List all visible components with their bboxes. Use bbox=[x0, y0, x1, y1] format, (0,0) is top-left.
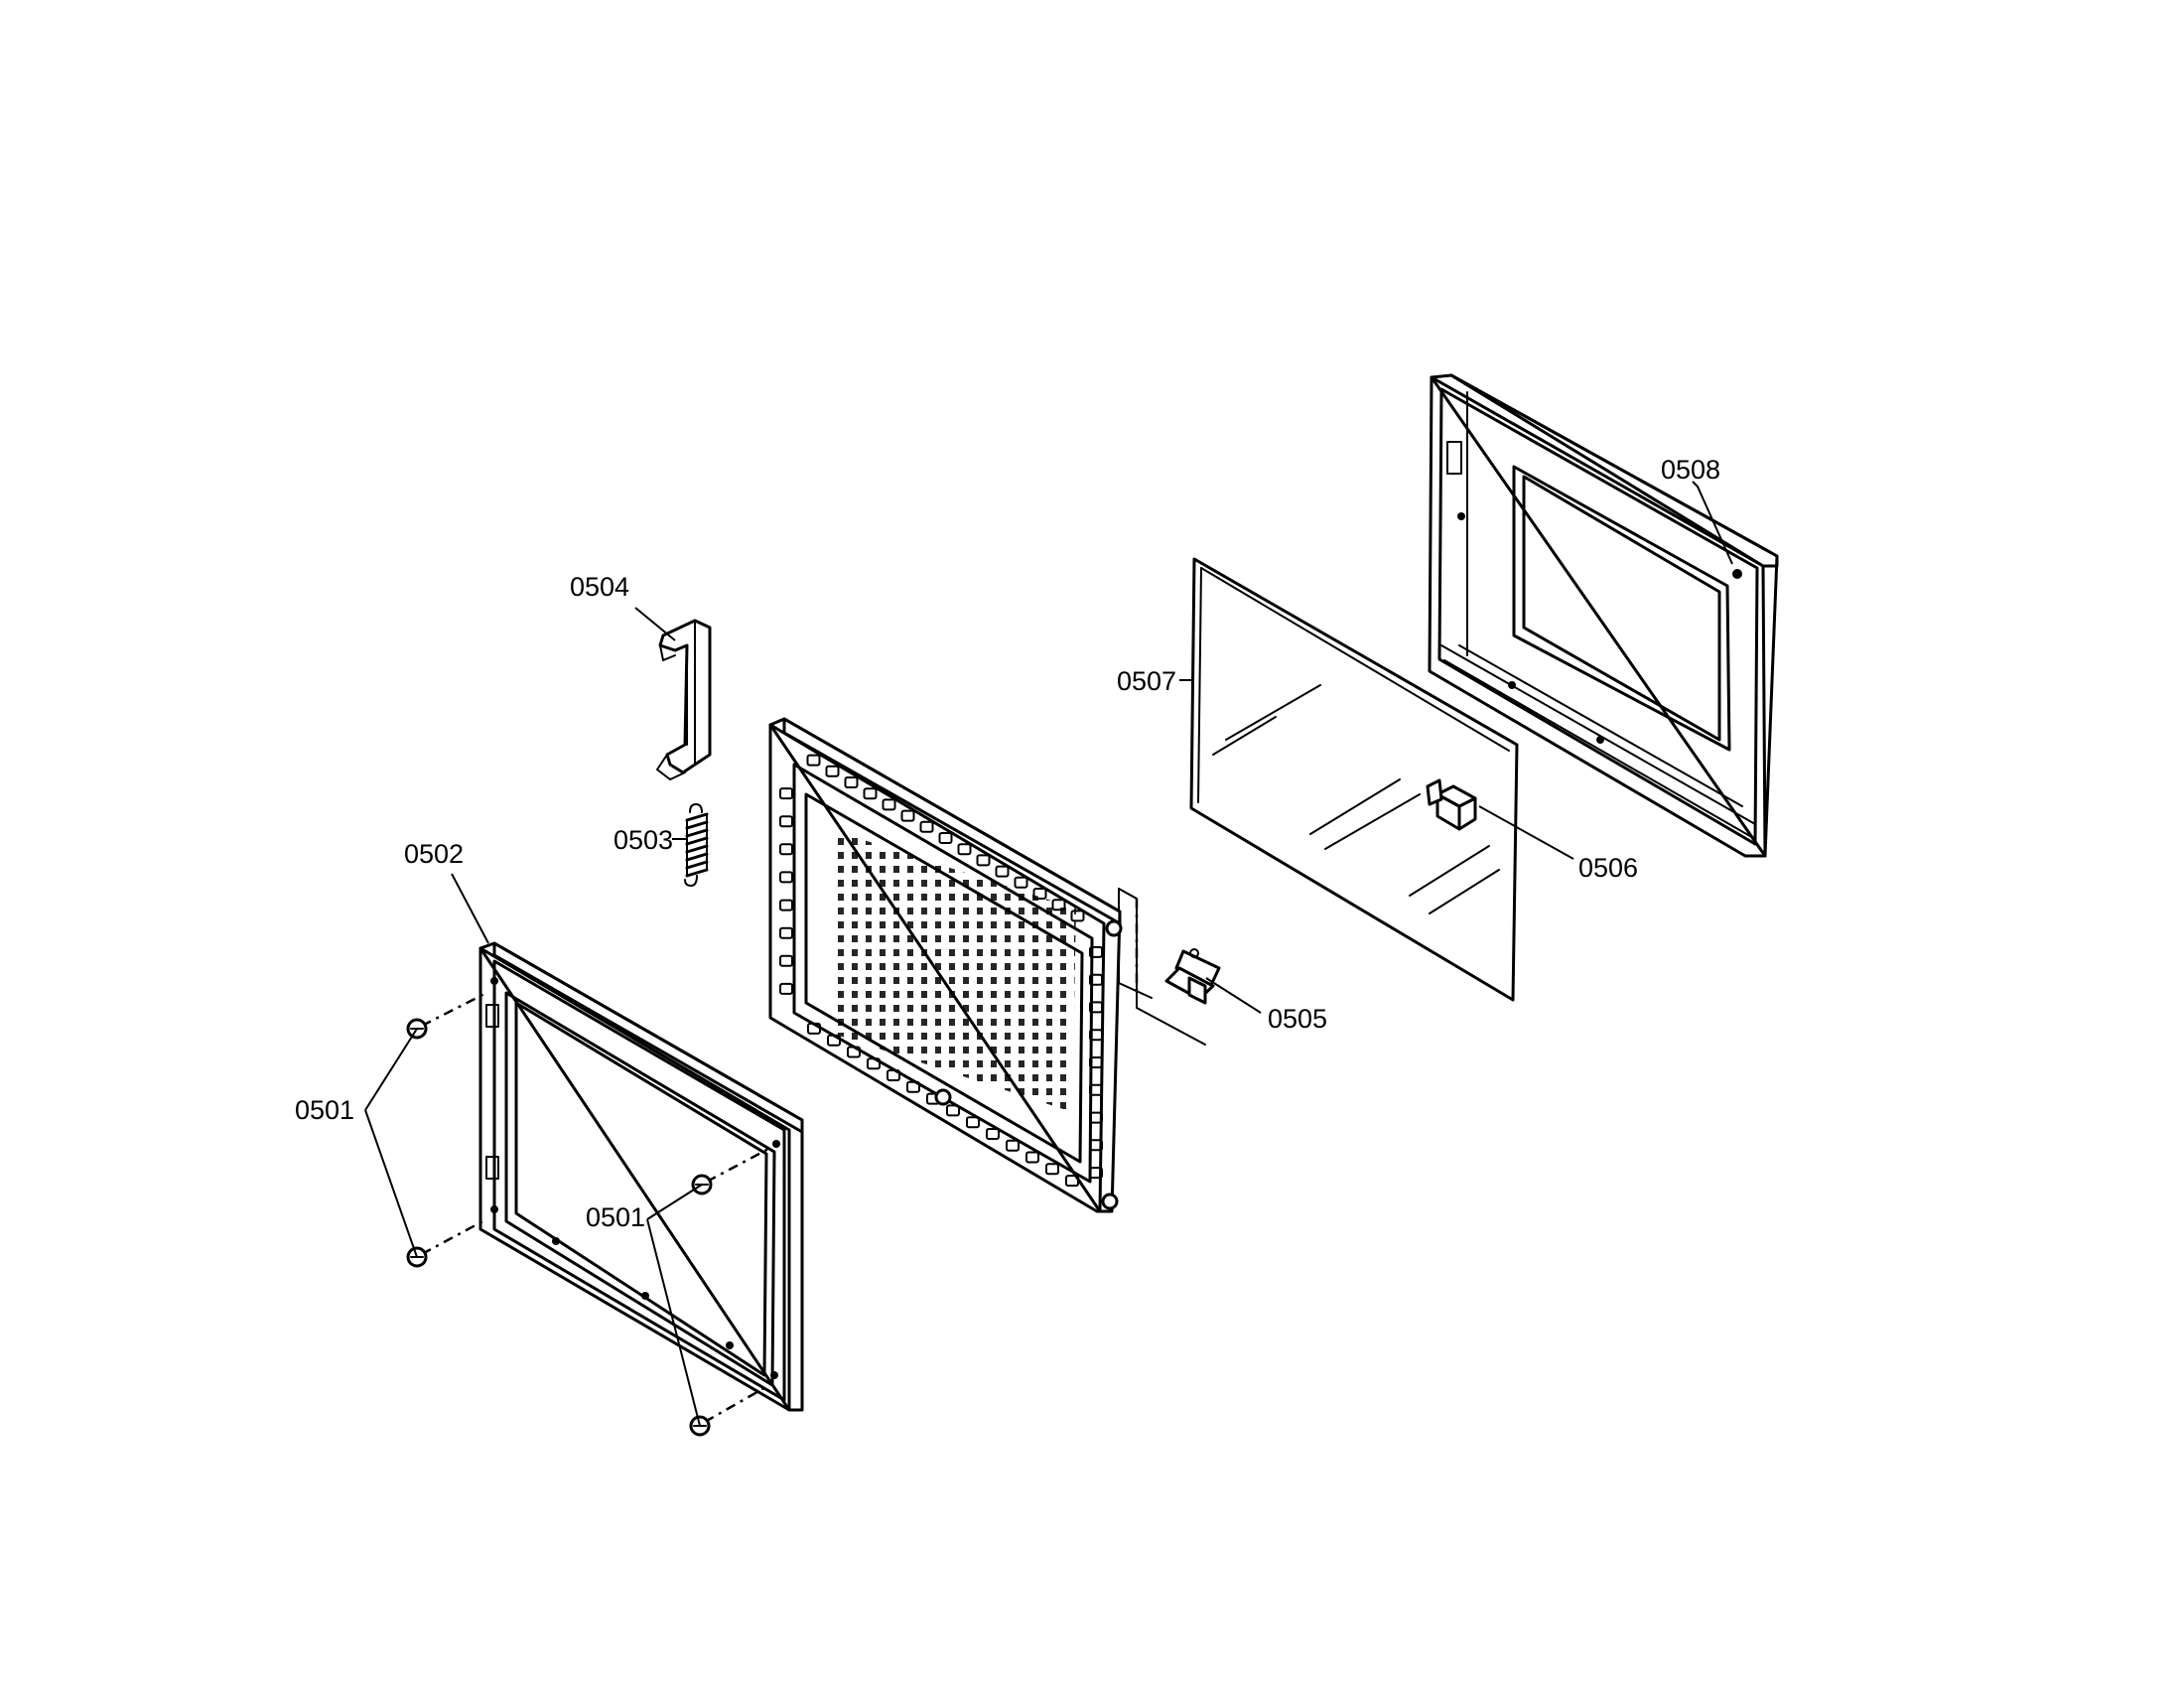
panel-clip bbox=[900, 809, 915, 822]
part-labels: 0508 0507 0506 0505 0504 0503 0502 0501 … bbox=[295, 455, 1720, 1232]
part-0508-door-frame bbox=[1428, 373, 1779, 858]
part-inner-door-panel bbox=[768, 717, 1123, 1213]
panel-clip bbox=[957, 843, 972, 856]
panel-clip bbox=[1089, 1111, 1103, 1124]
panel-clip bbox=[1089, 1001, 1103, 1014]
panel-clip bbox=[1032, 888, 1047, 900]
panel-clip bbox=[1089, 1167, 1103, 1180]
panel-clip bbox=[779, 843, 793, 856]
panel-clip bbox=[779, 815, 793, 828]
panel-clip bbox=[1006, 1139, 1020, 1152]
panel-clip bbox=[906, 1080, 920, 1093]
part-0503-spring bbox=[684, 803, 709, 887]
panel-clip bbox=[986, 1128, 1000, 1140]
panel-clip bbox=[976, 854, 991, 867]
panel-clip bbox=[1051, 899, 1066, 912]
panel-clip bbox=[1089, 1083, 1103, 1096]
panel-clip bbox=[863, 787, 878, 800]
panel-clip bbox=[807, 1022, 821, 1035]
panel-clip bbox=[1089, 1056, 1103, 1068]
panel-clip bbox=[1065, 1175, 1079, 1188]
panel-clip bbox=[867, 1057, 881, 1070]
panel-clip bbox=[882, 798, 896, 811]
label-0501-left: 0501 bbox=[295, 1095, 354, 1125]
panel-clip bbox=[919, 820, 934, 833]
label-0507: 0507 bbox=[1117, 666, 1176, 696]
panel-clip bbox=[825, 765, 840, 777]
part-0506-latch-bracket bbox=[1426, 778, 1477, 831]
panel-clip bbox=[779, 871, 793, 884]
panel-clip bbox=[995, 865, 1010, 878]
label-0502: 0502 bbox=[404, 839, 464, 869]
part-0507-glass-pane bbox=[1189, 557, 1519, 1002]
panel-clip bbox=[887, 1069, 900, 1081]
panel-clip bbox=[779, 926, 793, 939]
panel-clip bbox=[779, 787, 793, 800]
panel-clip bbox=[1089, 973, 1103, 986]
panel-clip bbox=[938, 832, 953, 844]
part-0502-front-frame bbox=[478, 941, 804, 1412]
label-0503: 0503 bbox=[614, 825, 673, 855]
panel-clip bbox=[827, 1034, 841, 1047]
panel-clip bbox=[779, 899, 793, 912]
panel-clip bbox=[847, 1046, 861, 1058]
panel-clip bbox=[1089, 1139, 1103, 1152]
panel-clip bbox=[946, 1104, 960, 1117]
panel-clip bbox=[1070, 910, 1085, 922]
label-0508: 0508 bbox=[1661, 455, 1720, 485]
panel-clip bbox=[1045, 1163, 1059, 1176]
leader-lines bbox=[364, 481, 1733, 1427]
panel-clip bbox=[779, 954, 793, 967]
panel-clip bbox=[1089, 1029, 1103, 1042]
label-0501-right: 0501 bbox=[586, 1202, 645, 1232]
label-0504: 0504 bbox=[570, 572, 629, 602]
panel-clip bbox=[844, 776, 859, 788]
panel-clip bbox=[806, 754, 821, 767]
panel-clip bbox=[1014, 876, 1028, 889]
label-0505: 0505 bbox=[1268, 1004, 1327, 1034]
panel-clip bbox=[779, 982, 793, 995]
part-0505-hinge bbox=[1118, 888, 1221, 1046]
panel-clip bbox=[1025, 1151, 1039, 1164]
panel-clip bbox=[966, 1116, 980, 1129]
panel-clip bbox=[1089, 945, 1103, 958]
label-0506: 0506 bbox=[1578, 853, 1638, 883]
part-0504-latch-hook bbox=[656, 619, 712, 780]
